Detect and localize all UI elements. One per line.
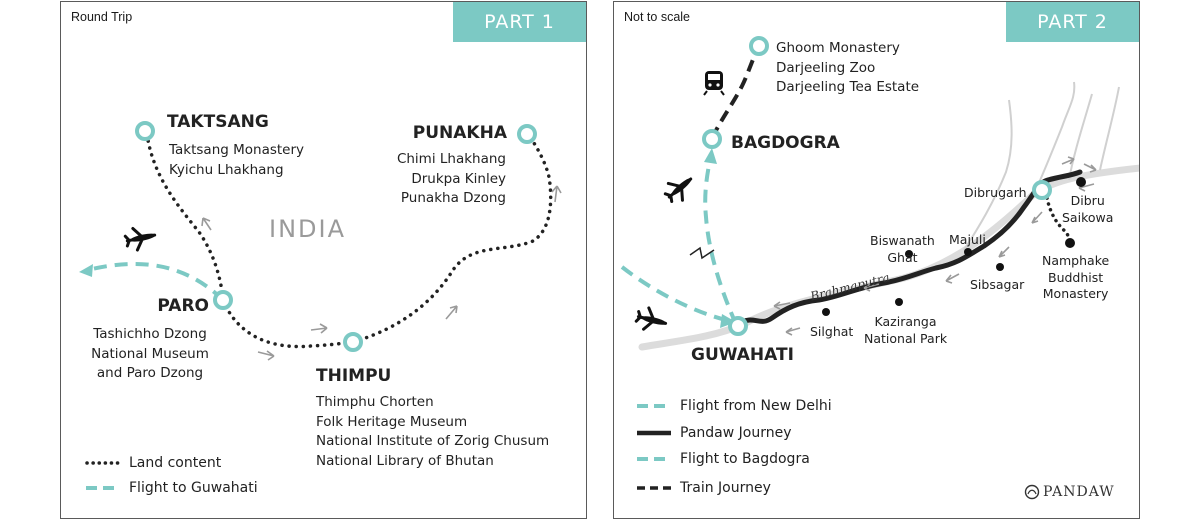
stop-label-dibrugarh: Dibrugarh [964,185,1027,200]
sight-item: and Paro Dzong [96,365,204,381]
land-route-thimpu-punakha [351,132,553,344]
river-tributaries [963,81,1120,251]
region-label-india: INDIA [269,215,347,243]
train-route [710,45,761,139]
round-trip-note: Round Trip [71,10,133,24]
part-2-tab: PART 2 [1006,2,1139,42]
plane-icon [123,226,157,252]
legend-solid-line-icon [637,430,671,436]
taktsang-sights: Taktsang Monastery Kyichu Lhakhang [169,141,304,180]
stop-label-namphake: Namphake Buddhist Monastery [1042,253,1109,303]
stop-label-dibru-saikowa: Dibru Saikowa [1062,193,1113,226]
sight-item: Chimi Lhakhang [396,151,506,167]
plane-icon [663,177,693,203]
pandaw-brand: PANDAW [1024,484,1115,500]
stop-label-line: Biswanath [870,233,935,248]
stop-label-majuli: Majuli [949,232,986,247]
stop-label-line: Saikowa [1062,209,1114,225]
sight-item: Ghoom Monastery [776,40,900,56]
stop-label-line: Monastery [1042,286,1109,301]
flight-route-guwahati [87,261,225,302]
sight-item: Punakha Dzong [400,190,506,206]
flight-arrowhead [704,148,717,164]
sight-item: Kyichu Lhakhang [169,161,284,178]
sight-item: Folk Heritage Museum [316,413,468,430]
legend-dashed-line-icon [86,486,120,490]
legend-black-dashed-line-icon [637,486,671,490]
arrow-icon [773,156,1097,336]
sight-item: Taktsang Monastery [169,142,305,158]
legend-label: Land content [129,455,222,471]
city-label-bagdogra: BAGDOGRA [731,133,840,153]
legend-pandaw-journey: Pandaw Journey [636,425,791,441]
map-panel-part-1: Round Trip PART 1 TAKTSANG Taktsang Mona… [60,1,587,519]
flight-route-bagdogra [703,159,738,325]
legend-label: Flight from New Delhi [680,398,832,414]
map-part-2-graphics [620,36,1139,351]
darjeeling-sights: Ghoom Monastery Darjeeling Zoo Darjeelin… [776,39,919,98]
sight-item: Thimphu Chorten [316,394,434,410]
legend-dashed-line-icon [637,404,671,408]
thimpu-sights: Thimphu Chorten Folk Heritage Museum Nat… [316,393,549,471]
city-label-punakha: PUNAKHA [412,123,507,143]
land-route-taktsang-paro [145,132,225,302]
stop-label-silghat: Silghat [810,324,854,339]
not-to-scale-note: Not to scale [624,10,691,24]
legend-label: Flight to Bagdogra [680,451,810,467]
legend-flight-guwahati: Flight to Guwahati [85,480,258,496]
sight-item: National Museum [91,345,209,362]
stop-label-line: Namphake [1042,253,1110,268]
part-1-tab: PART 1 [453,2,586,42]
stop-circle-icon [702,36,1052,336]
flight-arrowhead [79,264,93,277]
legend-land-content: Land content [85,455,221,471]
flight-arrowhead [720,314,736,328]
brand-name: PANDAW [1043,484,1115,500]
land-route-paro-thimpu [221,298,355,349]
train-icon [703,71,725,96]
legend-train-journey: Train Journey [636,480,771,496]
sight-item: Tashichho Dzong [93,326,207,342]
legend-flight-bagdogra: Flight to Bagdogra [636,451,810,467]
flight-route-new-delhi [620,265,727,322]
arrow-icon [201,185,562,361]
stop-circle-icon [135,121,537,352]
stop-dot-icon [822,177,1086,316]
plane-icon [634,306,668,331]
punakha-sights: Chimi Lhakhang Drukpa Kinley Punakha Dzo… [351,150,506,209]
sight-item: Darjeeling Tea Estate [776,79,920,95]
stop-label-line: Buddhist [1048,269,1104,285]
stop-label-biswanath-ghat: Biswanath Ghat [870,233,935,266]
map-part-1-graphics [79,121,562,361]
stop-label-line: Kaziranga [874,314,937,329]
city-label-guwahati: GUWAHATI [691,345,794,365]
stop-label-line: National Park [864,330,948,346]
legend-label: Pandaw Journey [680,425,792,441]
scale-break-mark [689,246,715,260]
sight-item: National Library of Bhutan [316,452,494,469]
stop-label-kaziranga: Kaziranga National Park [864,314,947,347]
pandaw-logo-icon [1024,484,1040,500]
legend-dashed-line-icon [637,457,671,461]
map-panel-part-2: Not to scale PART 2 Ghoom Monastery Darj… [613,1,1140,519]
city-label-taktsang: TAKTSANG [167,112,269,132]
city-label-thimpu: THIMPU [316,366,392,386]
sight-item: National Institute of Zorig Chusum [316,433,550,449]
stop-label-line: Ghat [887,249,918,265]
sight-item: Drukpa Kinley [411,170,506,187]
sight-item: Darjeeling Zoo [776,59,876,76]
stop-label-sibsagar: Sibsagar [970,277,1025,292]
stop-label-line: Dibru [1070,193,1105,208]
legend-label: Flight to Guwahati [129,480,258,496]
legend-label: Train Journey [680,480,771,496]
paro-sights: Tashichho Dzong National Museum and Paro… [75,325,225,384]
city-label-paro: PARO [157,296,209,316]
legend-dotted-line-icon [85,461,121,465]
legend-flight-new-delhi: Flight from New Delhi [636,398,832,414]
